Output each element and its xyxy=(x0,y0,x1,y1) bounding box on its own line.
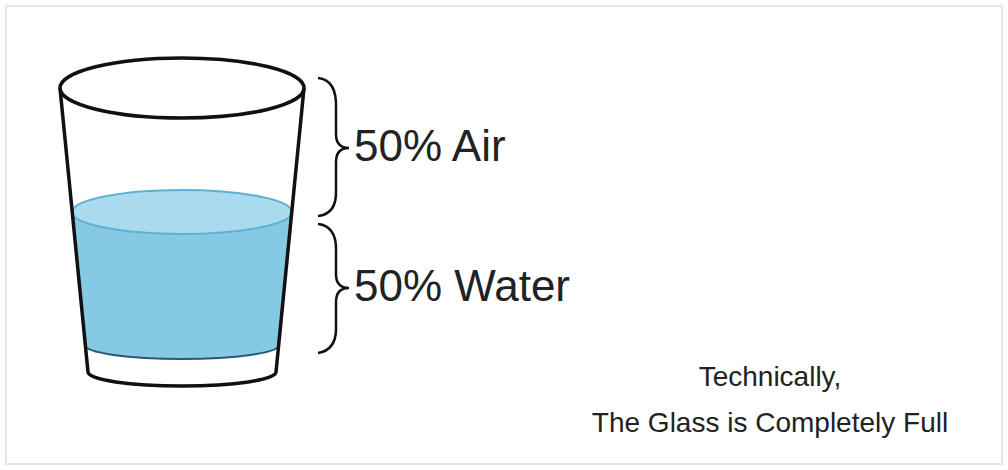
glass-outline xyxy=(60,88,304,386)
water-bracket xyxy=(318,224,349,353)
water-bottom xyxy=(85,345,279,359)
frame xyxy=(6,6,1002,464)
water-body xyxy=(72,190,292,359)
water-label: 50% Water xyxy=(354,262,570,310)
water-surface xyxy=(72,190,292,234)
glass-rim xyxy=(60,58,304,118)
note-line: The Glass is Completely Full xyxy=(540,408,1000,439)
air-label: 50% Air xyxy=(354,122,506,170)
air-bracket xyxy=(318,78,349,216)
note-line: Technically, xyxy=(540,362,1000,393)
